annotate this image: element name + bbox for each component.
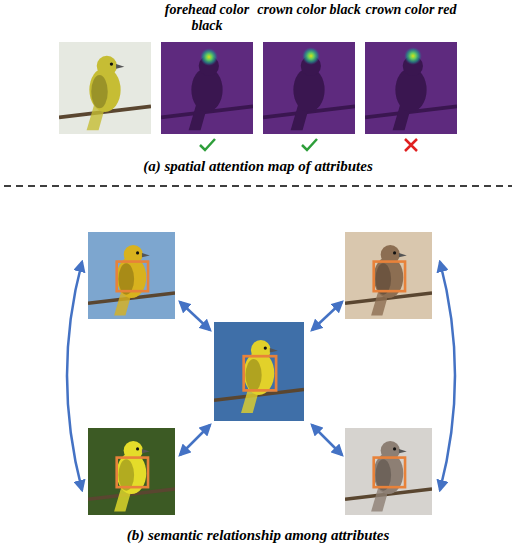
attribute-heading: crown color black xyxy=(257,2,361,18)
check-mark xyxy=(200,139,215,150)
check-mark xyxy=(302,139,317,150)
cross-mark xyxy=(405,139,417,151)
attention-map xyxy=(161,42,253,134)
bird-photo xyxy=(59,42,151,134)
separator-line xyxy=(4,185,512,187)
attribute-heading: forehead color black xyxy=(155,2,259,33)
bird-photo xyxy=(88,232,175,319)
subfigure-caption: (a) spatial attention map of attributes xyxy=(0,157,516,175)
bird-photo xyxy=(88,428,175,515)
attribute-heading: crown color red xyxy=(359,2,463,18)
attribute-panel: crown color red xyxy=(359,2,463,18)
subfigure-caption: (b) semantic relationship among attribut… xyxy=(0,526,516,544)
relation-arrows xyxy=(67,262,455,490)
attention-map xyxy=(365,42,457,134)
bird-photo xyxy=(214,322,304,421)
attribute-panel: crown color black xyxy=(257,2,361,18)
attribute-panel: forehead color black xyxy=(155,2,259,33)
bird-photo xyxy=(345,428,432,515)
bird-photo xyxy=(345,232,432,319)
attention-map xyxy=(263,42,355,134)
